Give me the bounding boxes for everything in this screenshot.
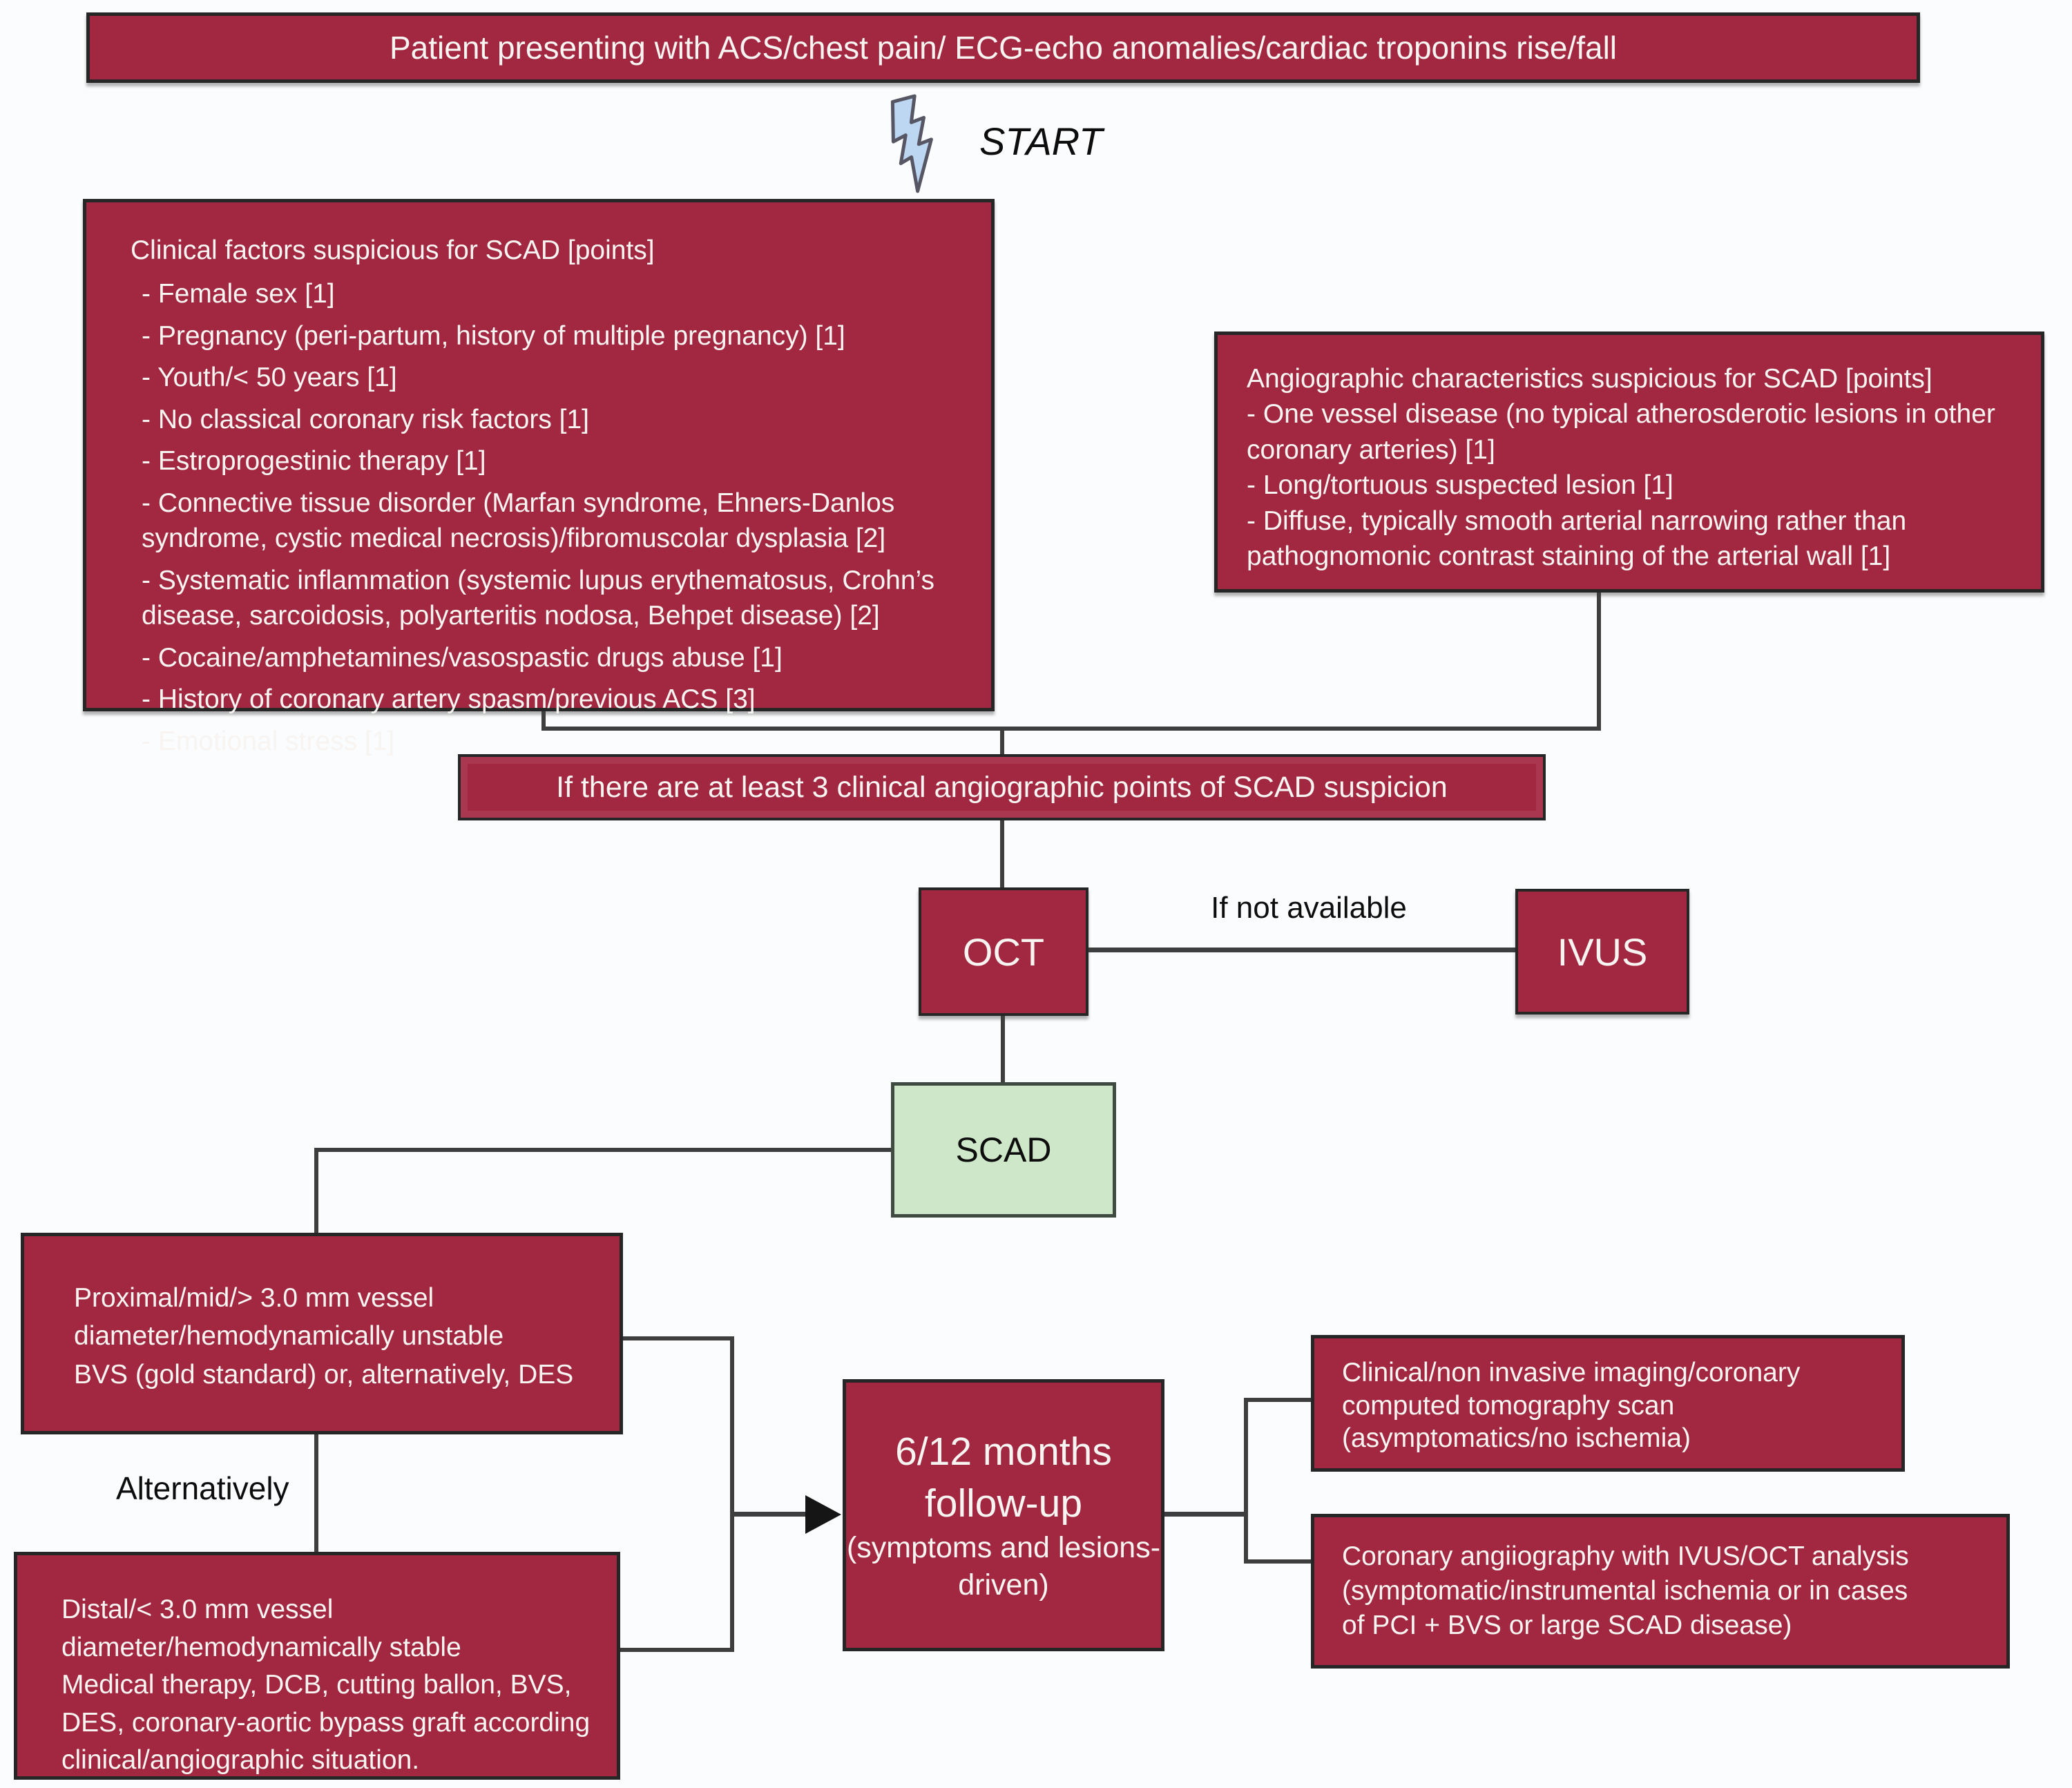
noninvasive-followup-text: Clinical/non invasive imaging/coronary co… [1342,1356,1892,1455]
invasive-followup-box: Coronary angiiography with IVUS/OCT anal… [1311,1514,2010,1669]
text-line: of PCI + BVS or large SCAD disease) [1342,1610,1792,1640]
proximal-treatment-text: Proximal/mid/> 3.0 mm vessel diameter/hem… [74,1279,606,1394]
text-line: follow-up [924,1481,1083,1526]
text-line: computed tomography scan [1342,1390,1675,1421]
arrow-right-icon [805,1495,841,1534]
text-line: diameter/hemodynamically unstable [74,1321,504,1352]
text-line: - Youth/< 50 years [1] [142,363,397,393]
text-line: - No classical coronary risk factors [1] [142,404,590,434]
oct-label: OCT [962,930,1045,974]
invasive-followup-text: Coronary angiiography with IVUS/OCT anal… [1342,1539,1997,1643]
connector-branch-vertical-left [730,1336,734,1652]
proximal-treatment-box: Proximal/mid/> 3.0 mm vessel diameter/hem… [21,1233,623,1434]
connector-to-right-top [1244,1398,1311,1402]
clinical-factors-list: - Female sex [1] - Pregnancy (peri-partum… [131,276,972,759]
text-line: - Female sex [1] [142,279,335,309]
clinical-factors-box: Clinical factors suspicious for SCAD [po… [83,199,995,756]
suspicion-criteria-text: If there are at least 3 clinical angiogr… [556,770,1448,804]
followup-box: 6/12 months follow-up (symptoms and lesio… [843,1379,1164,1651]
if-not-available-label: If not available [1211,891,1407,925]
text-line: clinical/angiographic situation. [61,1745,420,1776]
text-line: driven) [958,1568,1049,1602]
angiographic-characteristics-box: Angiographic characteristics suspicious … [1214,331,2044,593]
clinical-factors-title: Clinical factors suspicious for SCAD [po… [131,235,655,265]
connector-proximal-right [623,1336,732,1340]
connector-distal-right [620,1648,732,1652]
distal-treatment-text: Distal/< 3.0 mm vessel diameter/hemodynam… [61,1591,606,1780]
text-line: - Systematic inflammation (systemic lupu… [142,565,935,631]
connector-to-right-bottom [1244,1559,1311,1564]
ivus-box: IVUS [1515,889,1689,1015]
text-line: - Cocaine/amphetamines/vasospastic drugs… [142,642,783,673]
distal-treatment-box: Distal/< 3.0 mm vessel diameter/hemodynam… [14,1552,620,1780]
text-line: - Diffuse, typically smooth arterial nar… [1247,506,1907,572]
text-line: Clinical/non invasive imaging/coronary [1342,1358,1801,1387]
connector-proximal-to-distal [314,1434,318,1552]
connector-followup-right [1164,1512,1247,1517]
connector-down-to-proximal [314,1148,318,1233]
start-label: START [979,119,1103,163]
connector-clinical-down [541,711,546,731]
text-line: - History of coronary artery spasm/previ… [142,684,756,715]
suspicion-criteria-banner: If there are at least 3 clinical angiogr… [458,754,1546,820]
scad-box: SCAD [891,1082,1116,1218]
angiographic-list: - One vessel disease (no typical atheros… [1247,396,2022,574]
text-line: (symptomatic/instrumental ischemia or in… [1342,1575,1908,1606]
text-line: - Emotional stress [1] [142,726,395,756]
oct-box: OCT [919,887,1088,1016]
connector-angiographic-down [1597,593,1601,731]
noninvasive-followup-box: Clinical/non invasive imaging/coronary co… [1311,1335,1905,1472]
ivus-label: IVUS [1557,930,1648,974]
text-line: Distal/< 3.0 mm vessel [61,1595,334,1624]
text-line: Medical therapy, DCB, cutting ballon, BV… [61,1670,572,1700]
text-line: (asymptomatics/no ischemia) [1342,1423,1691,1454]
followup-sub-text: (symptoms and lesions-driven) [847,1530,1160,1604]
text-line: Coronary angiiography with IVUS/OCT anal… [1342,1541,1909,1571]
scad-label: SCAD [955,1131,1052,1169]
connector-branch-vertical-right [1244,1398,1248,1564]
text-line: - Connective tissue disorder (Marfan syn… [142,488,895,554]
angiographic-title: Angiographic characteristics suspicious … [1247,364,1932,394]
connector-to-banner [1000,729,1004,756]
text-line: - Long/tortuous suspected lesion [1] [1247,470,1673,501]
patient-presentation-banner: Patient presenting with ACS/chest pain/ … [86,12,1920,83]
text-line: - One vessel disease (no typical atheros… [1247,399,1995,465]
lightning-bolt-icon [871,90,971,202]
connector-banner-to-oct [1000,820,1004,887]
text-line: 6/12 months [895,1430,1112,1474]
alternatively-label: Alternatively [116,1470,289,1506]
text-line: diameter/hemodynamically stable [61,1632,461,1662]
connector-arrow-shaft [730,1512,807,1517]
connector-merge-horizontal [541,727,1601,731]
connector-oct-to-scad [1001,1016,1005,1082]
text-line: (symptoms and lesions- [846,1531,1161,1565]
text-line: - Pregnancy (peri-partum, history of mul… [142,320,845,351]
text-line: - Estroprogestinic therapy [1] [142,446,486,477]
text-line: Proximal/mid/> 3.0 mm vessel [74,1283,434,1313]
followup-main-text: 6/12 months follow-up [895,1426,1112,1530]
connector-scad-left [316,1148,891,1152]
text-line: BVS (gold standard) or, alternatively, D… [74,1359,574,1390]
connector-oct-to-ivus [1088,948,1515,952]
patient-presentation-text: Patient presenting with ACS/chest pain/ … [389,30,1618,66]
text-line: DES, coronary-aortic bypass graft accord… [61,1707,591,1738]
